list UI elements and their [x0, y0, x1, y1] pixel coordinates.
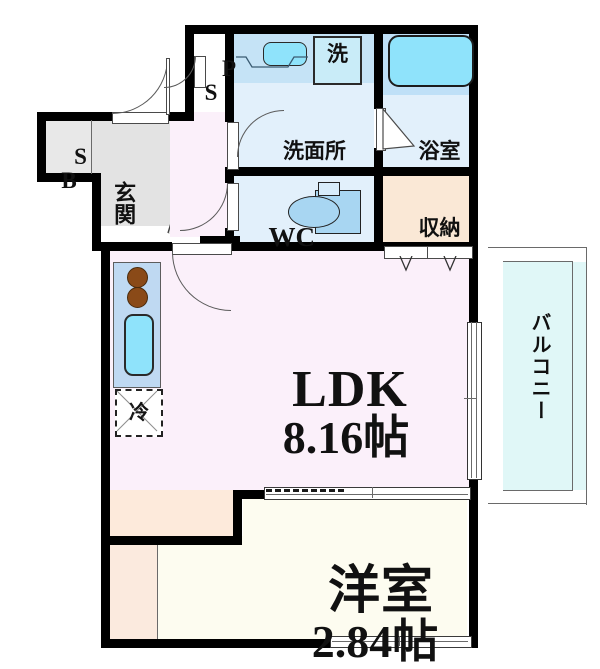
genkan-fill [92, 120, 172, 226]
wall-hallway-bottom [200, 236, 240, 245]
balcony-outline-right [586, 247, 588, 505]
wall-ldk-top [225, 242, 478, 251]
yokushitsu-text: 浴室 [418, 139, 461, 164]
wall-top-outer [185, 25, 478, 34]
balcony-inner-bottom [503, 490, 573, 492]
label-senmenjo: 洗面所 [250, 118, 358, 184]
genkan-text: 玄関 [111, 181, 137, 226]
sliding-door-handle [464, 398, 476, 400]
wall-wc-left-lower [225, 228, 234, 246]
label-ldk-size: 8.16帖 [212, 366, 434, 511]
label-genkan: 玄関 [111, 135, 140, 271]
storage-fill [383, 176, 475, 242]
stove-burner-bottom [127, 287, 148, 308]
sliding-door-rail-1 [471, 322, 473, 478]
wall-right-upper [469, 25, 478, 250]
ldk-fill [110, 250, 475, 490]
ldk-text: LDK [292, 360, 408, 418]
vanity-basin [263, 42, 307, 66]
label-shunou: 収納 [396, 195, 462, 261]
ps-text: P S [204, 56, 237, 106]
refrigerator-cross [115, 389, 159, 433]
ps-door-leaf[interactable] [194, 56, 206, 88]
washitsu-text: 洋室 [328, 562, 435, 620]
wall-washitsu-top [233, 490, 265, 499]
label-ldk: LDK [222, 308, 422, 472]
wall-sb-bottom [37, 173, 100, 182]
balcony-inner-right [572, 261, 574, 491]
wall-bath-left-bottom [374, 148, 383, 176]
balcony-outline-bottom [488, 503, 587, 505]
wc-text: WC [268, 222, 316, 253]
wall-senmenjo-left [225, 112, 234, 122]
toilet-bowl [288, 196, 340, 228]
wall-right-balcony-jamb-top [469, 250, 478, 322]
wall-bath-left-top [374, 25, 383, 109]
washing-machine-box: 洗 [313, 36, 362, 85]
wall-ldk-left [101, 242, 110, 546]
sb-text: S B [61, 144, 87, 194]
entrance-door-swing [112, 58, 168, 114]
senmenjo-text: 洗面所 [283, 139, 346, 164]
washitsu-window-divider [399, 636, 401, 646]
bathtub [388, 35, 474, 87]
wall-bottom-outer [101, 639, 478, 648]
storage-door-right[interactable] [427, 246, 473, 259]
shoebox-fill [46, 120, 92, 174]
wall-ldk-bottom-left [101, 536, 242, 545]
closet-divider-line [157, 536, 159, 642]
wall-washitsu-left [101, 536, 110, 648]
balcony-text: バルコニー [528, 312, 550, 422]
washitsu-partition-divider [372, 487, 374, 498]
shoebox-divider [91, 120, 93, 174]
wall-genkan-bottom [92, 242, 172, 251]
wall-right-balcony-jamb-bottom [469, 478, 478, 648]
label-washitsu: 洋室 [272, 510, 433, 669]
kitchen-sink [124, 314, 154, 376]
label-wc: WC [242, 195, 316, 280]
shunou-text: 収納 [418, 216, 461, 241]
ldk-lower-band [110, 490, 242, 536]
wall-wc-storage-divider [374, 167, 383, 251]
wall-genkan-door-jamb-left [100, 112, 112, 121]
label-ps: P S [199, 33, 236, 130]
toilet-tank [318, 182, 340, 196]
label-sb: S B [50, 121, 88, 218]
washing-machine-label: 洗 [327, 42, 348, 66]
ldk-balcony-sliding-door[interactable] [467, 322, 482, 480]
balcony-inner-top [503, 261, 573, 263]
label-balcony: バルコニー [524, 272, 550, 462]
wall-ps-right [225, 25, 234, 112]
washitsu-closet-fill [110, 536, 158, 642]
entrance-door-leaf[interactable] [112, 112, 169, 124]
vanity-counter-outline [236, 35, 308, 71]
washitsu-partition-rail-a [266, 494, 468, 496]
label-yokushitsu: 浴室 [396, 118, 462, 184]
washitsu-fill [243, 490, 467, 642]
balcony-outline-top [488, 247, 587, 249]
washitsu-size-text: 2.84帖 [311, 616, 439, 668]
bathroom-door-swing [382, 107, 416, 150]
storage-door-arrows [384, 255, 474, 274]
wall-genkan-left [92, 173, 101, 251]
ldk-size-text: 8.16帖 [282, 412, 410, 464]
wall-sb-left [37, 112, 46, 182]
wall-mid-horizontal [225, 167, 478, 176]
washitsu-partition-dash [266, 489, 344, 492]
label-washitsu-size: 2.84帖 [252, 570, 452, 669]
sliding-door-rail-2 [476, 322, 478, 478]
toilet-door-leaf[interactable] [227, 183, 239, 231]
wall-washitsu-top-left-stub [233, 490, 242, 545]
